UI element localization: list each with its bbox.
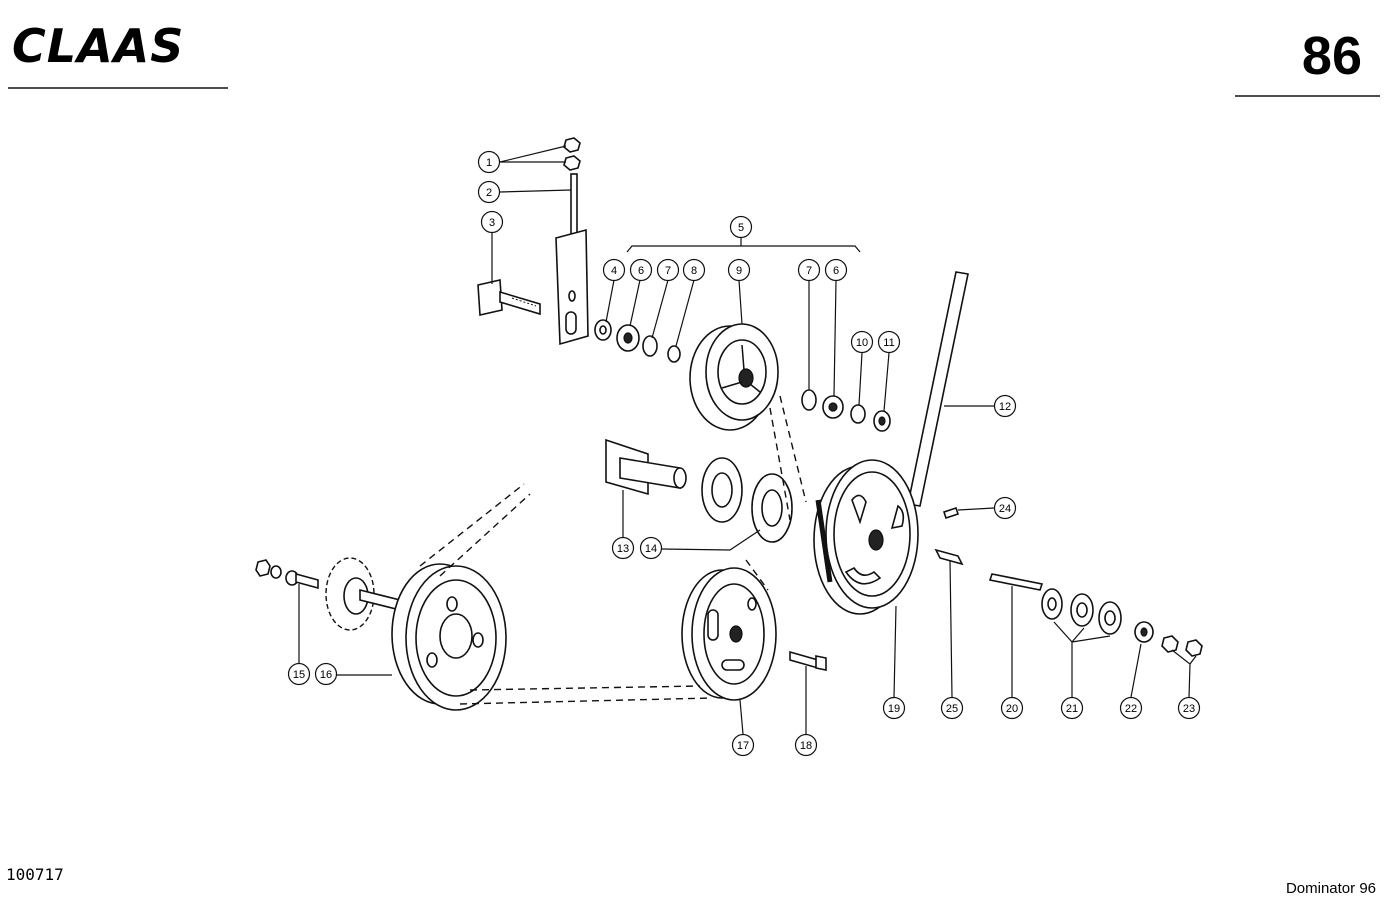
- callout-14: 14: [639, 536, 663, 560]
- part-bracket: [555, 228, 589, 346]
- callout-7-left: 7: [656, 258, 680, 282]
- svg-text:17: 17: [737, 740, 749, 752]
- part-shaft-13: [605, 438, 687, 496]
- callout-3: 3: [480, 210, 504, 234]
- svg-text:6: 6: [833, 265, 839, 277]
- svg-text:8: 8: [691, 265, 697, 277]
- callout-2: 2: [477, 180, 501, 204]
- part-pulley-17: [681, 567, 777, 701]
- svg-text:23: 23: [1183, 703, 1195, 715]
- part-stud-2: [570, 173, 578, 237]
- callout-18: 18: [794, 733, 818, 757]
- callout-16: 16: [314, 662, 338, 686]
- callout-20: 20: [1000, 696, 1024, 720]
- callout-15: 15: [287, 662, 311, 686]
- svg-text:6: 6: [638, 265, 644, 277]
- callout-13: 13: [611, 536, 635, 560]
- part-key-20: [988, 573, 1044, 591]
- part-washers-21: [1041, 588, 1122, 635]
- part-bearing-stack: [594, 319, 681, 363]
- svg-text:2: 2: [486, 187, 492, 199]
- callout-21: 21: [1060, 696, 1084, 720]
- svg-text:15: 15: [293, 669, 305, 681]
- callout-4: 4: [602, 258, 626, 282]
- callout-1: 1: [477, 150, 501, 174]
- part-nipple-24: [942, 506, 960, 520]
- document-number: 100717: [6, 865, 64, 884]
- svg-text:9: 9: [736, 265, 742, 277]
- drive-belts: [419, 395, 833, 705]
- part-key-25: [934, 548, 964, 566]
- svg-text:24: 24: [999, 503, 1011, 515]
- part-bolt-15: [255, 559, 319, 590]
- part-disc-14: [701, 457, 793, 543]
- callout-10: 10: [850, 330, 874, 354]
- brand-logo: CLAAS: [12, 19, 184, 73]
- callout-8-left: 8: [682, 258, 706, 282]
- part-nuts-1: [563, 137, 581, 171]
- svg-text:4: 4: [611, 265, 617, 277]
- page-number: 86: [1302, 26, 1362, 86]
- svg-text:19: 19: [888, 703, 900, 715]
- part-bolt-18: [789, 650, 827, 671]
- part-sprocket: [325, 557, 401, 631]
- part-nuts-22-23: [1134, 621, 1203, 657]
- svg-text:5: 5: [738, 222, 744, 234]
- svg-text:21: 21: [1066, 703, 1078, 715]
- callout-25: 25: [940, 696, 964, 720]
- part-tbolt-3: [477, 279, 541, 316]
- callout-5: 5: [729, 215, 753, 239]
- callout-6-left: 6: [629, 258, 653, 282]
- callout-23: 23: [1177, 696, 1201, 720]
- svg-text:25: 25: [946, 703, 958, 715]
- svg-text:3: 3: [489, 217, 495, 229]
- svg-text:14: 14: [645, 543, 657, 555]
- leader-lines: [298, 145, 1197, 735]
- callout-17: 17: [731, 733, 755, 757]
- svg-text:11: 11: [883, 337, 894, 349]
- svg-text:18: 18: [800, 740, 812, 752]
- part-rod-12: [907, 271, 969, 507]
- model-name: Dominator 96: [1286, 880, 1376, 897]
- callout-22: 22: [1119, 696, 1143, 720]
- callout-9: 9: [727, 258, 751, 282]
- svg-text:10: 10: [856, 337, 868, 349]
- part-pulley-9: [689, 323, 779, 431]
- callout-12: 12: [993, 394, 1017, 418]
- svg-text:16: 16: [320, 669, 332, 681]
- callout-24: 24: [993, 496, 1017, 520]
- callout-19: 19: [882, 696, 906, 720]
- callout-6-right: 6: [824, 258, 848, 282]
- svg-text:7: 7: [806, 265, 812, 277]
- svg-text:12: 12: [999, 401, 1011, 413]
- svg-text:13: 13: [617, 543, 629, 555]
- callout-7-right: 7: [797, 258, 821, 282]
- svg-text:22: 22: [1125, 703, 1137, 715]
- part-pulley-19: [813, 459, 919, 615]
- part-pulley-16: [391, 563, 507, 711]
- callout-11: 11: [877, 330, 901, 354]
- callouts: 1 2 3 4 5 6 7 8 9 7 6 10 11 12 13 14 24 …: [287, 150, 1201, 757]
- svg-text:7: 7: [665, 265, 671, 277]
- svg-text:20: 20: [1006, 703, 1018, 715]
- svg-text:1: 1: [486, 157, 492, 169]
- part-right-stack: [801, 389, 891, 432]
